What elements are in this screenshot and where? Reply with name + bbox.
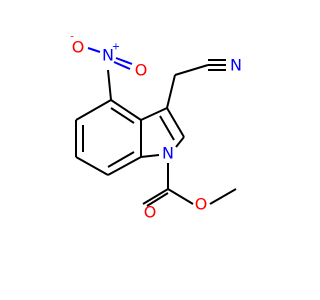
double-bond-inner [159, 115, 175, 141]
bond [175, 136, 185, 148]
bond [75, 99, 112, 121]
methyl-ester-group [142, 163, 237, 207]
bond [107, 156, 142, 176]
pyrrole-ring [140, 107, 185, 158]
bond [110, 99, 142, 121]
bond [167, 188, 194, 205]
bond [209, 188, 237, 205]
ester-o-label: O [195, 195, 208, 214]
bond [166, 74, 176, 109]
bond [107, 69, 112, 101]
bond [87, 47, 101, 53]
double-bond [113, 61, 131, 70]
bond [140, 154, 160, 158]
benzene-ring [75, 99, 142, 176]
structure-canvas: O - N + O N N O O [70, 32, 242, 222]
bond [166, 107, 185, 138]
bond [140, 107, 168, 121]
atom-labels: O - N + O N N O O [70, 32, 242, 222]
ring-n-label: N [162, 144, 174, 163]
bond [142, 188, 169, 205]
bond [146, 192, 169, 207]
nitro-group [87, 47, 133, 101]
nitro-n-charge: + [112, 42, 120, 53]
carbonyl-o-label: O [144, 203, 157, 222]
double-bond-inner [107, 151, 135, 168]
nitro-n-label: N [102, 46, 114, 65]
nitro-o-minus-label: O [72, 38, 85, 57]
cyanomethyl-group [166, 59, 226, 109]
molecule-diagram: O - N + O N N O O [70, 32, 242, 222]
bond [115, 57, 133, 65]
nitro-o-minus-charge: - [70, 32, 74, 43]
bond [174, 64, 209, 76]
bond [75, 156, 109, 176]
nitrile-n-label: N [230, 56, 242, 75]
nitro-o-label: O [135, 61, 148, 80]
double-bond-inner [110, 107, 135, 124]
